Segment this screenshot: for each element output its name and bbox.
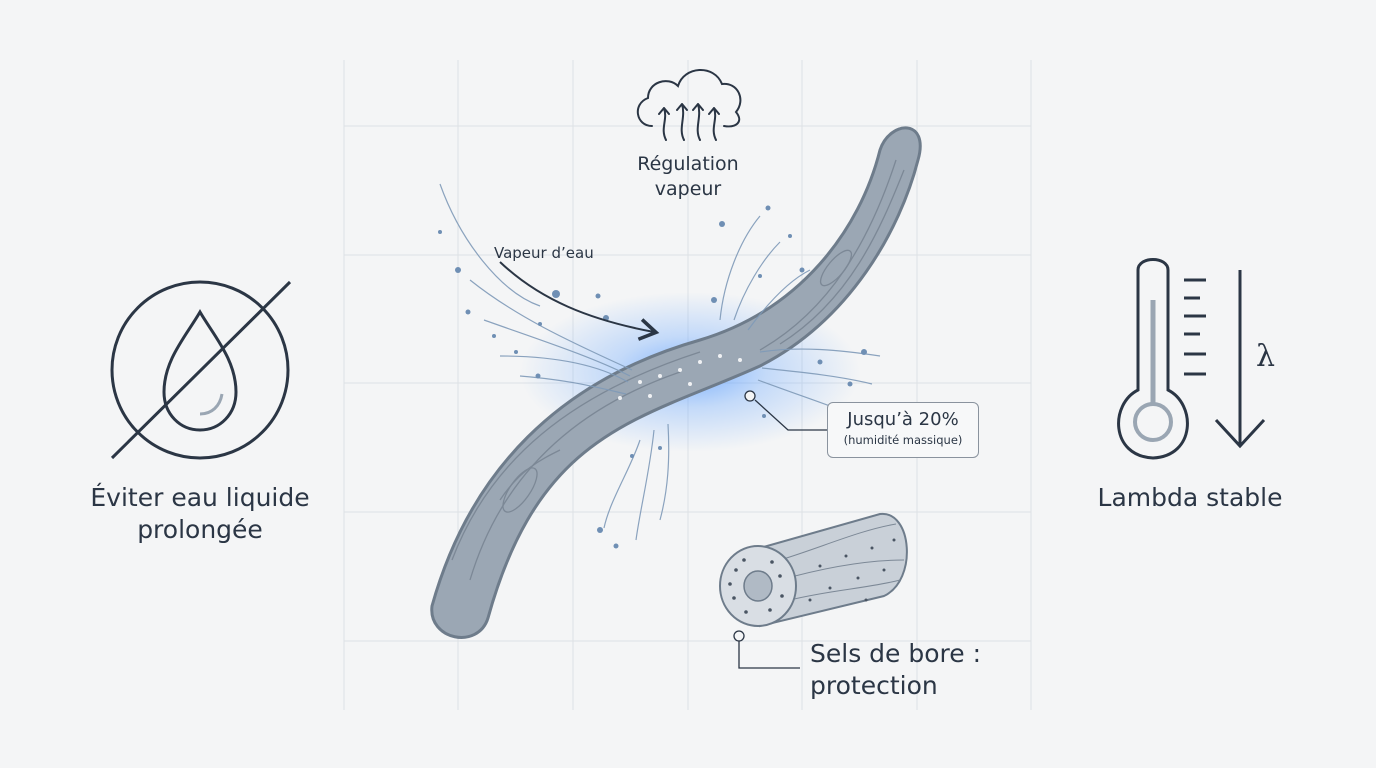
no-water-drop-icon [110, 280, 292, 460]
vapor-droplets [438, 205, 867, 549]
vapor-regulation-label: Régulation vapeur [637, 153, 739, 200]
cloud-vapor-icon [637, 69, 742, 141]
callout-sub: (humidité massique) [843, 433, 963, 447]
callout-main: Jusqu’à 20% [847, 409, 959, 430]
stable-lambda-label: Lambda stable [1097, 483, 1283, 512]
callout-leader [744, 390, 827, 431]
fiber-cross-section-icon [719, 512, 908, 628]
water-vapor-label: Vapeur d’eau [494, 244, 594, 262]
thermometer-icon [1117, 258, 1266, 460]
bore-leader [733, 630, 800, 669]
vapor-streamlines [439, 183, 881, 541]
wood-fiber [430, 126, 922, 639]
moisture-callout: Jusqu’à 20% (humidité massique) [827, 402, 979, 458]
lambda-symbol: λ [1256, 339, 1275, 374]
vapor-arrow [499, 261, 660, 341]
avoid-liquid-water-label: Éviter eau liquide prolongée [90, 483, 310, 544]
boron-salts-label: Sels de bore : protection [810, 639, 982, 700]
